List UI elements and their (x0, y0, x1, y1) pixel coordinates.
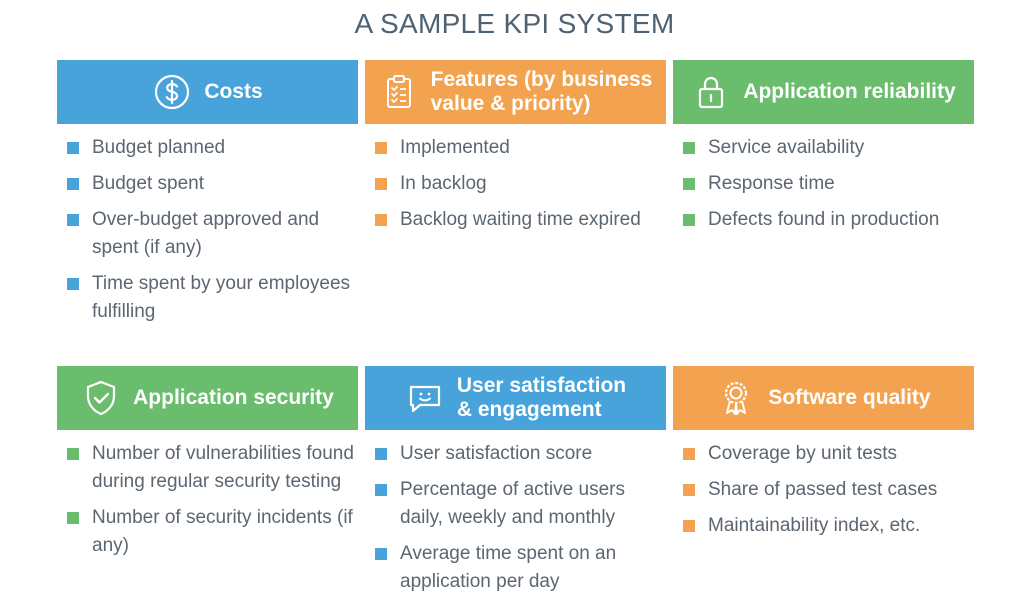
kpi-list: User satisfaction score Percentage of ac… (365, 440, 666, 596)
card-software-quality: Software quality Coverage by unit tests … (673, 366, 974, 548)
card-costs: Costs Budget planned Budget spent Over-b… (57, 60, 358, 334)
card-title: Software quality (768, 386, 931, 409)
list-item: Coverage by unit tests (683, 440, 974, 468)
kpi-list: Implemented In backlog Backlog waiting t… (365, 134, 666, 234)
card-header: Application security (57, 366, 358, 430)
award-badge-icon (716, 378, 756, 418)
list-item: Service availability (683, 134, 974, 162)
list-item: Budget planned (67, 134, 358, 162)
card-title: Application reliability (743, 80, 956, 103)
list-item: Maintainability index, etc. (683, 512, 974, 540)
list-item: Number of security incidents (if any) (67, 504, 358, 560)
list-item: Response time (683, 170, 974, 198)
shield-check-icon (81, 378, 121, 418)
lock-icon (691, 72, 731, 112)
list-item: Percentage of active users daily, weekly… (375, 476, 666, 532)
list-item: Over-budget approved and spent (if any) (67, 206, 358, 262)
clipboard-checklist-icon (379, 72, 419, 112)
dollar-icon (152, 72, 192, 112)
list-item: Defects found in production (683, 206, 974, 234)
page-title: A SAMPLE KPI SYSTEM (354, 8, 675, 39)
list-item: Implemented (375, 134, 666, 162)
kpi-list: Number of vulnerabilities found during r… (57, 440, 358, 560)
card-title: Costs (204, 80, 263, 103)
list-item: Share of passed test cases (683, 476, 974, 504)
list-item: Average time spent on an application per… (375, 540, 666, 596)
list-item: Time spent by your employees fulfilling (67, 270, 358, 326)
card-user-satisfaction: User satisfaction& engagement User satis… (365, 366, 666, 604)
chat-smile-icon (405, 378, 445, 418)
card-header: User satisfaction& engagement (365, 366, 666, 430)
card-header: Application reliability (673, 60, 974, 124)
card-title: Application security (133, 386, 334, 409)
card-header: Software quality (673, 366, 974, 430)
list-item: User satisfaction score (375, 440, 666, 468)
kpi-list: Budget planned Budget spent Over-budget … (57, 134, 358, 326)
card-security: Application security Number of vulnerabi… (57, 366, 358, 568)
list-item: Backlog waiting time expired (375, 206, 666, 234)
kpi-list: Coverage by unit tests Share of passed t… (673, 440, 974, 540)
list-item: Number of vulnerabilities found during r… (67, 440, 358, 496)
card-header: Costs (57, 60, 358, 124)
card-title: User satisfaction& engagement (456, 374, 627, 421)
card-reliability: Application reliability Service availabi… (673, 60, 974, 242)
list-item: Budget spent (67, 170, 358, 198)
kpi-list: Service availability Response time Defec… (673, 134, 974, 234)
list-item: In backlog (375, 170, 666, 198)
